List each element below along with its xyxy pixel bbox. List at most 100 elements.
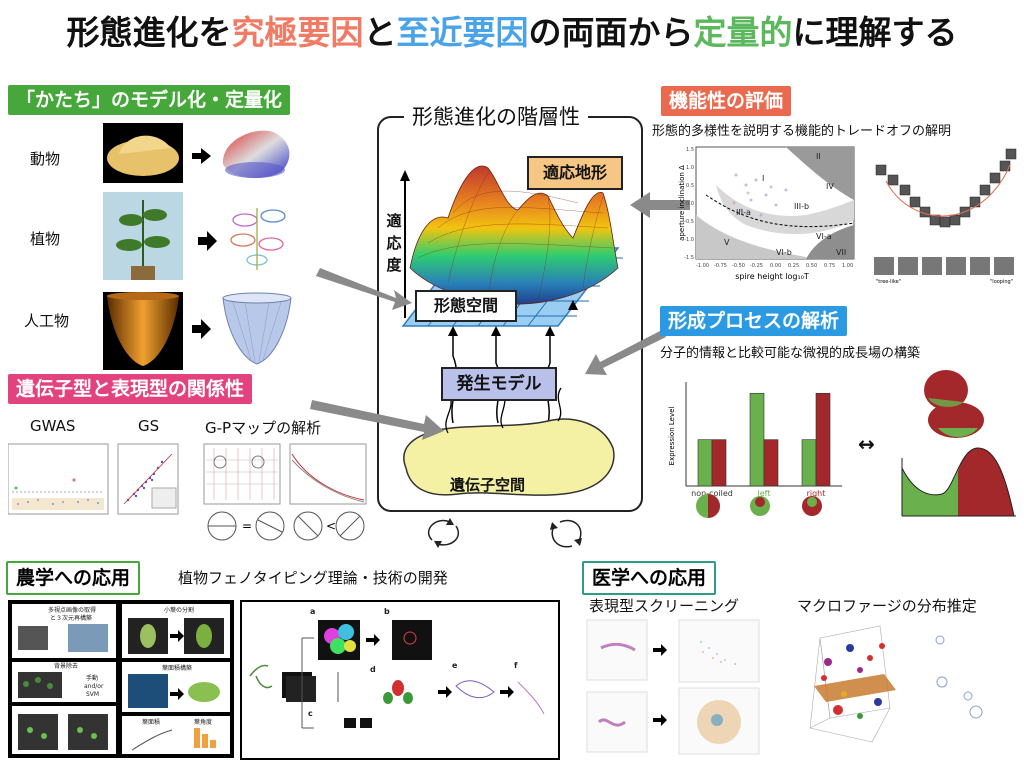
coil-model	[901, 370, 1016, 517]
function-desc: 形態的多様性を説明する機能的トレードオフの解明	[652, 124, 952, 139]
box-text: SVM	[86, 691, 99, 698]
bar-right-1	[815, 392, 831, 487]
gwas-label: GWAS	[30, 417, 76, 435]
function-ylabel: aperture inclination Δ	[678, 165, 686, 241]
coil-icons	[696, 494, 822, 518]
process-desc: 分子的情報と比較可能な微視的成長場の構築	[660, 346, 921, 361]
agri-desc: 植物フェノタイピング理論・技術の開発	[178, 569, 448, 587]
box-text: 背景除去	[54, 662, 78, 670]
svg-text:-0.5: -0.5	[684, 219, 694, 225]
agri-phenotyping: a b c d e f	[249, 607, 545, 729]
row-label-artifact: 人工物	[24, 312, 70, 330]
macrophage-label: マクロファージの分布推定	[797, 597, 977, 615]
double-arrow-icon: ↔	[858, 432, 875, 456]
gp-map-label: G-Pマップの解析	[205, 419, 322, 437]
box-text: 小葉の分割	[164, 606, 194, 614]
morphospace-box: 形態空間	[415, 290, 517, 322]
screening-plots	[586, 619, 760, 755]
svg-text:-1.00: -1.00	[696, 263, 709, 269]
box-text: 葉面積構築	[162, 664, 192, 672]
panel-letter: a	[310, 607, 315, 616]
title-part: に理解する	[792, 13, 958, 52]
svg-text:1.0: 1.0	[686, 165, 694, 171]
function-xticks: -1.00 -0.75 -0.50 -0.25 0.00 0.25 0.50 0…	[696, 263, 853, 269]
expression-chart: Expression Level non-coiled left right	[668, 382, 842, 518]
svg-text:-0.75: -0.75	[714, 263, 727, 269]
svg-text:-0.50: -0.50	[732, 263, 745, 269]
svg-text:VI-a: VI-a	[816, 232, 832, 241]
artifact-model	[222, 292, 292, 365]
svg-text:1.5: 1.5	[686, 147, 694, 153]
shape-modeling-tag: 「かたち」のモデル化・定量化	[8, 85, 291, 115]
fitness-axis-label: 適 応 度	[383, 210, 405, 276]
gp-tag: 遺伝子型と表現型の関係性	[8, 374, 253, 404]
panel-letter: c	[308, 709, 313, 718]
genespace-label: 遺伝子空間	[450, 476, 526, 494]
svg-text:0.5: 0.5	[686, 183, 694, 189]
function-plot: I II III-a III-b IV V VI-a VI-b VII spir…	[678, 146, 855, 281]
svg-text:III-b: III-b	[794, 202, 809, 211]
strip-label-looping: "looping"	[990, 279, 1013, 285]
plant-model	[230, 208, 286, 270]
screening-label: 表現型スクリーニング	[589, 597, 740, 615]
svg-text:1.00: 1.00	[842, 263, 853, 269]
gp-plots: = <	[8, 443, 367, 541]
strip-label-tree: "tree-like"	[876, 279, 901, 285]
svg-text:I: I	[762, 174, 764, 183]
title-part: の両面から	[528, 13, 694, 52]
category-label-left: left	[758, 489, 771, 498]
manhattan-plot	[12, 478, 104, 510]
svg-text:III-a: III-a	[736, 208, 751, 217]
svg-text:<: <	[326, 519, 336, 533]
svg-text:VI-b: VI-b	[776, 248, 792, 257]
axis-char: 度	[386, 256, 402, 274]
shape-examples	[103, 123, 292, 370]
bar-left-0	[749, 392, 765, 487]
agri-pipeline: 多視点画像の取得 と３次元再構築 背景除去 小葉の分割 葉面積構築 葉面積 葉角…	[12, 604, 230, 754]
bar-non-coiled-1	[711, 439, 727, 487]
fitness-landscape	[409, 165, 619, 305]
hierarchy-heading: 形態進化の階層性	[404, 101, 588, 131]
page-title: 形態進化を究極要因と至近要因の両面から定量的に理解する	[0, 6, 1024, 54]
svg-text:=: =	[242, 519, 252, 533]
box-text: 多視点画像の取得	[48, 606, 96, 614]
svg-text:0.0: 0.0	[686, 201, 694, 207]
function-xlabel: spire height log₁₀T	[735, 272, 809, 281]
category-label-right: right	[807, 489, 826, 498]
panel-letter: d	[370, 665, 376, 674]
title-part: と	[363, 13, 397, 52]
function-yticks: 1.5 1.0 0.5 0.0 -0.5 -1.0 -1.5	[684, 147, 694, 261]
process-tag: 形成プロセスの解析	[660, 306, 848, 336]
devmodel-box: 発生モデル	[441, 367, 557, 401]
svg-text:V: V	[724, 238, 730, 247]
landscape-box: 適応地形	[527, 156, 623, 190]
box-text: and/or	[84, 683, 104, 690]
chart-ylabel: Expression Level	[668, 407, 676, 466]
row-label-plant: 植物	[30, 230, 61, 248]
gs-label: GS	[138, 417, 160, 435]
title-proximate: 至近要因	[396, 13, 529, 52]
svg-text:0.25: 0.25	[788, 263, 799, 269]
gp-map-diagrams: = <	[203, 443, 367, 541]
panel-letter: b	[384, 607, 390, 616]
box-text: 葉面積	[142, 718, 160, 726]
svg-text:-1.0: -1.0	[684, 237, 694, 243]
morph-strip: "tree-like" "looping"	[872, 145, 1020, 285]
svg-text:II: II	[816, 152, 821, 161]
box-text: と３次元再構築	[50, 614, 92, 622]
bar-non-coiled-0	[697, 439, 713, 487]
box-text: 葉角度	[194, 718, 212, 726]
svg-text:0.50: 0.50	[806, 263, 817, 269]
title-quantitative: 定量的	[693, 13, 793, 52]
svg-text:0.00: 0.00	[770, 263, 781, 269]
category-label-non-coiled: non-coiled	[691, 489, 733, 498]
panel-letter: f	[514, 661, 518, 670]
svg-text:0.75: 0.75	[824, 263, 835, 269]
panel-letter: e	[452, 661, 458, 670]
svg-text:VII: VII	[836, 248, 846, 257]
bar-left-1	[763, 439, 779, 487]
svg-text:-0.25: -0.25	[750, 263, 763, 269]
svg-text:-1.5: -1.5	[684, 255, 694, 261]
region-labels: I II III-a III-b IV V VI-a VI-b VII	[724, 152, 846, 257]
title-ultimate: 究極要因	[231, 13, 364, 52]
